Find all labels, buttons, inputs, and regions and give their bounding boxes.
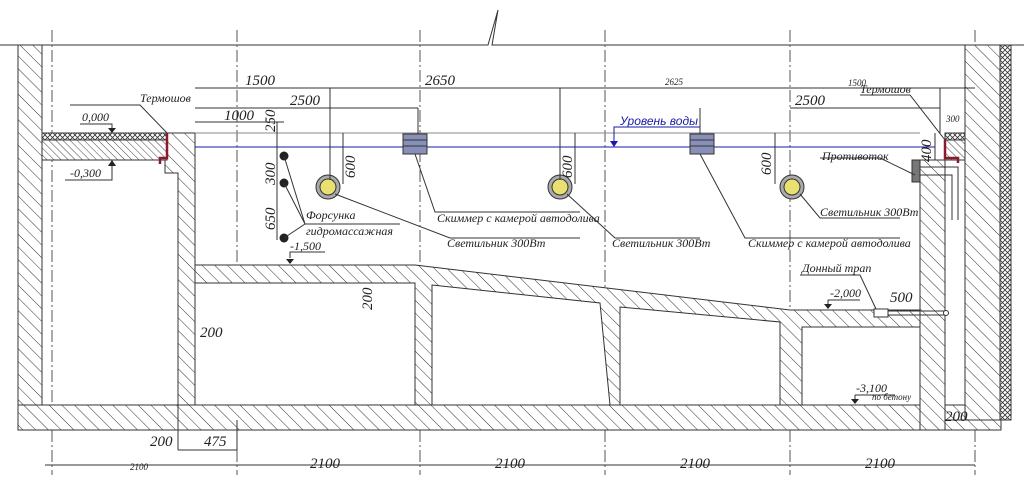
dim-2500-right: 2500 [795, 93, 826, 109]
dim-bottom-4: 2100 [680, 456, 711, 472]
dim-2650: 2650 [425, 73, 456, 89]
thermoshov-right-label: Термошов [860, 82, 911, 96]
dim-200-wall: 200 [200, 325, 223, 341]
ground-line [0, 9, 1024, 46]
dim-200-right: 200 [945, 409, 968, 425]
light-2-label: Светильник 300Вт [612, 236, 711, 250]
light-1 [315, 174, 341, 200]
cavity [619, 306, 781, 406]
dim-200-bottom-left: 200 [150, 434, 173, 450]
water-level-label: Уровень воды [619, 114, 698, 128]
leader-lines [70, 94, 946, 310]
deck-slab [41, 139, 168, 161]
right-pool-wall [919, 159, 946, 431]
level-m3100-note: по бетону [872, 392, 911, 402]
dimension-lines [45, 87, 975, 466]
level-m2000-label: -2,000 [830, 286, 861, 300]
dim-1500-left: 1500 [245, 73, 276, 89]
dim-600-3: 600 [759, 152, 775, 175]
dim-200-floor: 200 [360, 287, 376, 310]
nozzle-label-2: гидромассажная [306, 224, 393, 238]
level-0-label: 0,000 [82, 110, 109, 124]
dim-bottom-5: 2100 [865, 456, 896, 472]
cavity [431, 284, 611, 406]
skimmer-left [402, 133, 428, 155]
deck-tile [41, 132, 168, 141]
left-pool-wall [164, 132, 196, 406]
concrete-structure [17, 44, 1012, 431]
level-marks [65, 123, 895, 404]
thermoshov-left-seal [158, 133, 169, 164]
skimmer-right [689, 133, 715, 155]
dim-600-1: 600 [343, 155, 359, 178]
light-2 [547, 174, 573, 200]
insulation [999, 44, 1012, 421]
level-m1500-label: -1,500 [290, 239, 321, 253]
dim-300-right: 300 [945, 114, 960, 124]
bottom-drain-label: Донный трап [801, 261, 871, 275]
dim-2625: 2625 [665, 77, 684, 87]
water-level-marker: Уровень воды [610, 114, 700, 147]
dim-600-2: 600 [560, 155, 576, 178]
dim-bottom-2: 2100 [310, 456, 341, 472]
dim-2500-left: 2500 [290, 93, 321, 109]
counterflow-unit [911, 159, 959, 220]
dim-bottom-3: 2100 [495, 456, 526, 472]
massage-nozzles [279, 151, 400, 243]
dim-400: 400 [919, 139, 935, 162]
dim-500: 500 [890, 290, 913, 306]
dim-475: 475 [204, 434, 227, 450]
nozzle-label-1: Форсунка [306, 208, 356, 222]
dim-300: 300 [263, 162, 279, 186]
dim-1000: 1000 [224, 108, 255, 124]
thermoshov-left-label: Термошов [140, 91, 191, 105]
right-outer-wall [964, 44, 1001, 421]
light-1-label: Светильник 300Вт [447, 236, 546, 250]
light-3-label: Светильник 300Вт [820, 205, 919, 219]
dim-250: 250 [263, 109, 279, 132]
dim-bottom-1: 2100 [130, 462, 149, 472]
bottom-drain [873, 308, 949, 318]
dim-1500-right: 1500 [848, 78, 867, 88]
light-3 [779, 174, 805, 200]
skimmer-left-label: Скиммер с камерой автодолива [437, 211, 600, 225]
counterflow-label: Противоток [821, 149, 889, 163]
thermoshov-right-seal [943, 140, 960, 163]
cavity [194, 282, 416, 406]
level-m0300-label: -0,300 [70, 166, 101, 180]
skimmer-right-label: Скиммер с камерой автодолива [748, 236, 911, 250]
dim-650: 650 [263, 207, 279, 230]
level-m3100-label: -3,100 [856, 381, 887, 395]
